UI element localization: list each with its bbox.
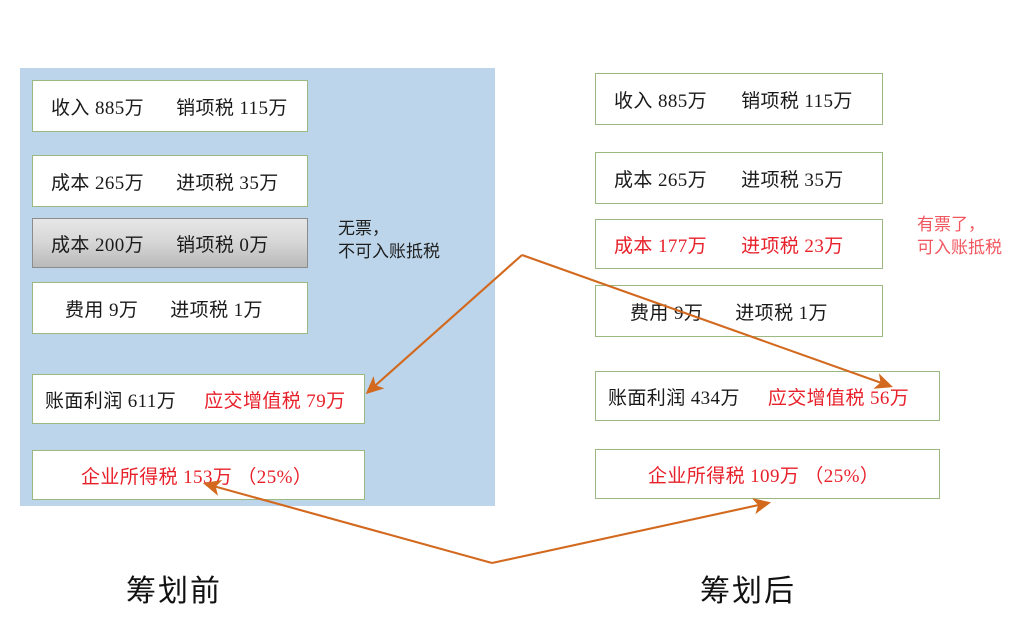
before-note: 无票， 不可入账抵税 xyxy=(338,219,440,261)
after-row-cost-invoiced: 成本 265万 进项税 35万 xyxy=(595,152,883,204)
before-income-tax-label: 企业所得税 153万 （25%） xyxy=(81,466,313,488)
after-row-revenue-left: 收入 885万 xyxy=(614,90,708,112)
after-row-cost-newinvoice: 成本 177万 进项税 23万 xyxy=(595,219,883,269)
arrow-income-tax-after xyxy=(491,498,772,565)
before-row-cost-noinvoice-right: 销项税 0万 xyxy=(176,234,269,256)
after-row-cost-invoiced-right: 进项税 35万 xyxy=(741,169,844,191)
before-row-cost-noinvoice: 成本 200万 销项税 0万 xyxy=(32,218,308,268)
after-row-cost-newinvoice-right: 进项税 23万 xyxy=(741,235,844,257)
before-row-cost-invoiced-left: 成本 265万 xyxy=(51,172,145,194)
after-note: 有票了， 可入账抵税 xyxy=(917,215,1002,257)
before-row-expense: 费用 9万 进项税 1万 xyxy=(32,282,308,334)
before-income-tax-row: 企业所得税 153万 （25%） xyxy=(32,450,365,500)
before-profit-row: 账面利润 611万 应交增值税 79万 xyxy=(32,374,365,424)
after-row-expense-left: 费用 9万 xyxy=(630,302,704,324)
before-row-expense-left: 费用 9万 xyxy=(65,299,139,321)
before-row-cost-noinvoice-left: 成本 200万 xyxy=(51,234,145,256)
after-row-expense: 费用 9万 进项税 1万 xyxy=(595,285,883,337)
after-row-cost-invoiced-left: 成本 265万 xyxy=(614,169,708,191)
after-row-revenue: 收入 885万 销项税 115万 xyxy=(595,73,883,125)
after-income-tax-label: 企业所得税 109万 （25%） xyxy=(648,465,880,487)
after-profit-row: 账面利润 434万 应交增值税 56万 xyxy=(595,371,940,421)
before-row-expense-right: 进项税 1万 xyxy=(170,299,263,321)
after-profit-left: 账面利润 434万 xyxy=(608,387,740,409)
before-row-cost-invoiced-right: 进项税 35万 xyxy=(176,172,279,194)
before-row-revenue: 收入 885万 销项税 115万 xyxy=(32,80,308,132)
before-caption: 筹划前 xyxy=(126,575,222,608)
after-profit-vat: 应交增值税 56万 xyxy=(767,387,910,409)
after-row-revenue-right: 销项税 115万 xyxy=(741,90,853,112)
before-row-cost-invoiced: 成本 265万 进项税 35万 xyxy=(32,155,308,207)
before-profit-vat: 应交增值税 79万 xyxy=(204,390,346,412)
after-row-expense-right: 进项税 1万 xyxy=(735,302,828,324)
before-profit-left: 账面利润 611万 xyxy=(45,390,177,412)
before-row-revenue-right: 销项税 115万 xyxy=(176,97,288,119)
after-income-tax-row: 企业所得税 109万 （25%） xyxy=(595,449,940,499)
after-caption: 筹划后 xyxy=(700,575,796,608)
before-row-revenue-left: 收入 885万 xyxy=(51,97,145,119)
after-row-cost-newinvoice-left: 成本 177万 xyxy=(614,235,708,257)
